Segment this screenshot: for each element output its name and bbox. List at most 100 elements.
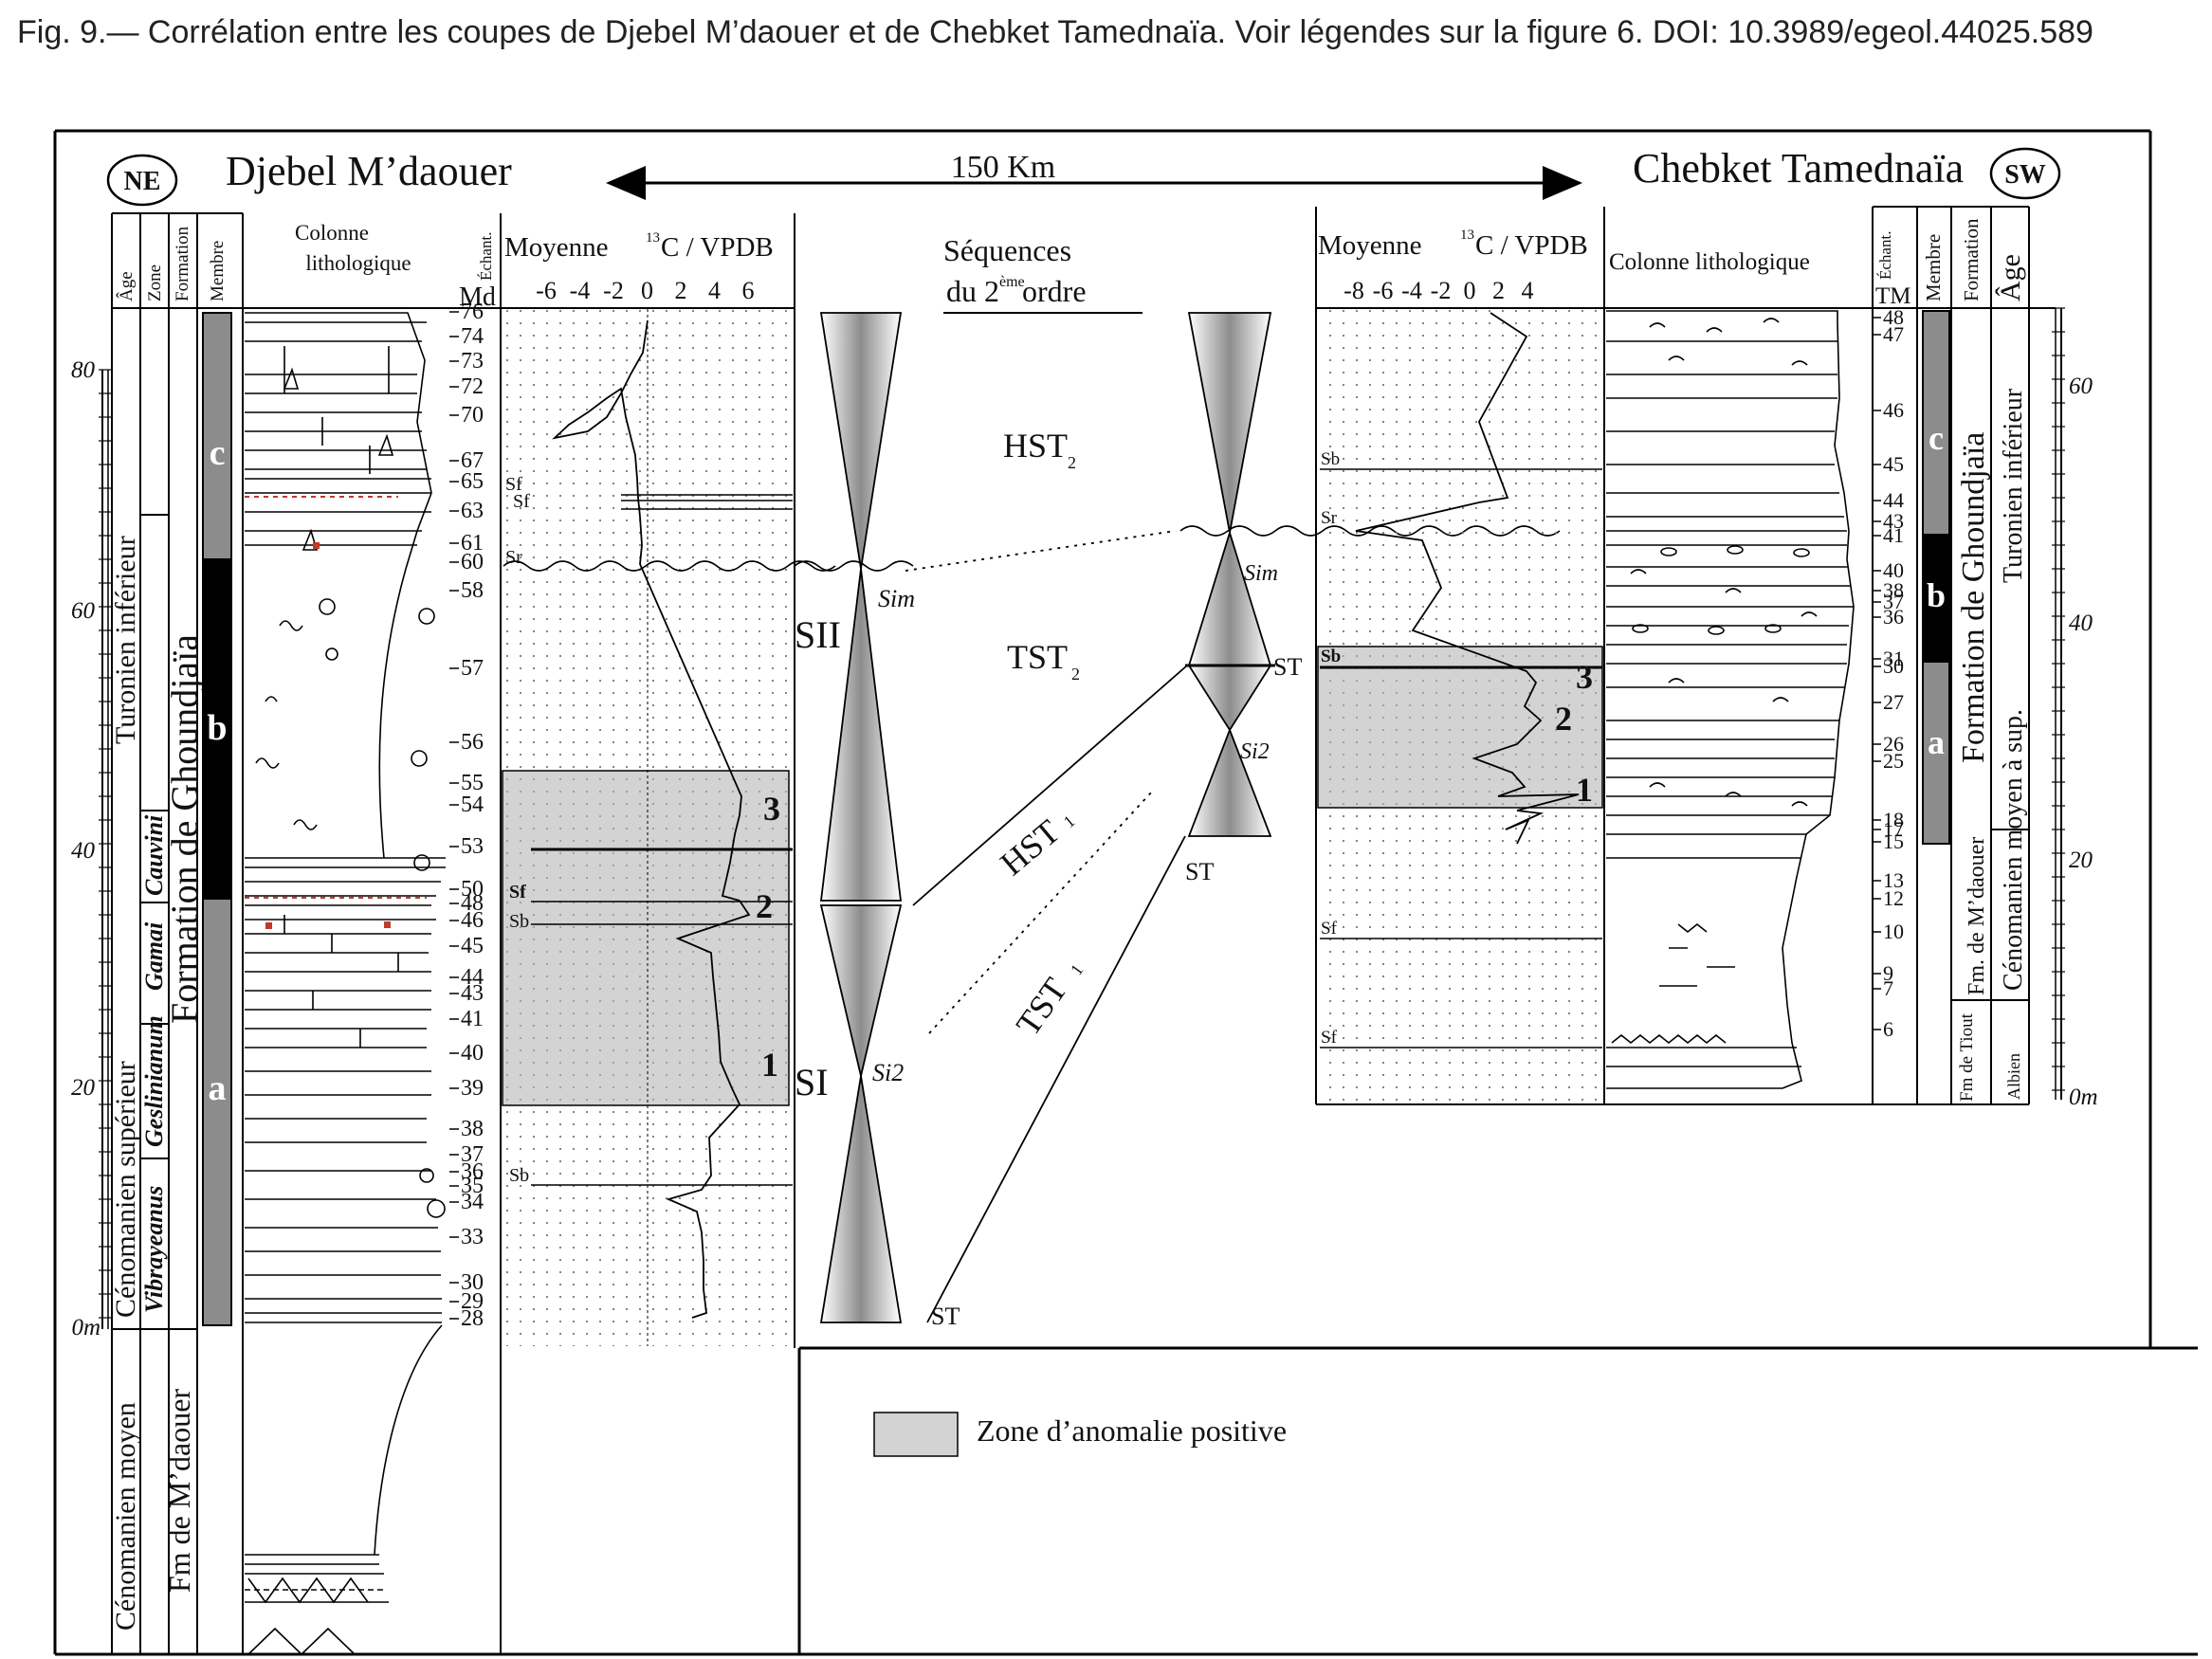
left-sample-label: 40 [461,1041,484,1066]
col-zone: Zone [145,264,165,301]
left-red-marks [245,496,427,929]
left-sample-label: 28 [461,1306,484,1331]
col-echant-code: Md [459,283,496,312]
label-si2-left: Si2 [872,1059,904,1086]
left-sample-label: 34 [461,1190,484,1214]
right-peak-1: 1 [1576,771,1593,809]
label-st-right-bottom: ST [1185,858,1214,885]
right-sample-label: 46 [1883,398,1904,422]
seq-title-2a: du 2 [946,274,999,308]
left-sample-label: 56 [461,730,484,755]
right-chart-tick-4: 0 [1464,277,1476,304]
left-sample-label: 55 [461,771,484,795]
scale-0m: 0m [71,1315,101,1340]
right-sample-label: 13 [1883,868,1904,892]
scale-40: 40 [71,838,96,864]
member-a-left: a [209,1068,227,1108]
header: NE Djebel M’daouer 150 Km Chebket Tamedn… [106,145,2061,207]
right-sample-label: 15 [1883,830,1904,853]
right-sf-1: Sf [1321,919,1338,939]
age-cenomanien-moyen: Cénomanien moyen [110,1402,141,1631]
right-chart-tick-0: -8 [1344,277,1364,304]
right-sample-label: 7 [1883,976,1893,1000]
label-hst2: HST [1003,427,1068,465]
label-hst2-sub: 2 [1068,453,1076,472]
right-sample-label: 36 [1883,605,1904,629]
label-tst2-sub: 2 [1071,665,1080,684]
left-chart-title-rest: C / VPDB [661,232,774,263]
label-st-left-bottom: ST [931,1303,960,1330]
zone-gamai: Gamai [140,921,168,991]
ne-badge [106,154,178,207]
scale-80: 80 [71,357,96,383]
right-chart-tick-2: -4 [1401,277,1422,304]
col-echant: Échant. [477,232,495,281]
right-sample-label: 10 [1883,920,1904,943]
right-scale-40: 40 [2069,611,2093,636]
right-col-echant: Échant. [1876,231,1894,280]
right-chart-title-rest: C / VPDB [1475,230,1588,261]
right-section-title: Chebket Tamednaïa [1633,145,1964,191]
col-litho-2: lithologique [305,251,411,275]
left-isotope-curve [552,319,751,1319]
right-col-echant-code: TM [1875,283,1911,309]
left-sample-label: 44 [461,965,484,990]
member-a-right: a [1928,723,1945,761]
right-sample-label: 47 [1883,322,1904,346]
right-member-bar: c b a [1922,310,1950,845]
right-sr: Sr [1321,508,1338,528]
col-membre: Membre [208,241,228,301]
left-lithologic-column [245,312,446,1656]
left-sample-label: 33 [461,1225,484,1249]
right-sample-label: 37 [1883,590,1904,613]
left-peak-1: 1 [761,1046,778,1084]
left-peak-2: 2 [756,887,773,925]
col-litho-1: Colonne [295,221,369,245]
right-chart-tick-3: -2 [1431,277,1452,304]
left-chart-title-sup: 13 [646,230,660,246]
left-sample-label: 30 [461,1270,484,1295]
left-chart-tick-6: 6 [742,277,755,304]
left-sample-label: 48 [461,891,484,916]
right-sample-label: 30 [1883,654,1904,678]
left-sample-label: 65 [461,469,484,494]
seq-title-1: Séquences [943,233,1071,267]
right-stratigraphy-labels: Formation de Ghoundjaïa Fm. de M’daouer … [1956,388,2028,1102]
scale-60: 60 [71,598,96,624]
left-sample-label: 73 [461,349,484,374]
right-chart-title: Moyenne [1318,230,1422,261]
left-peak-3: 3 [763,790,780,828]
right-sample-label: 43 [1883,509,1904,533]
age-turonien-inferieur-right: Turonien inférieur [1999,388,2028,583]
left-sample-label: 74 [461,324,484,349]
ne-badge-label: NE [124,167,161,196]
age-turonien-inferieur: Turonien inférieur [110,536,141,744]
right-lithologic-column [1606,310,1855,1089]
left-section-title: Djebel M’daouer [226,148,512,194]
right-col-litho: Colonne lithologique [1609,249,1810,275]
right-sample-label: 25 [1883,749,1904,773]
right-hourglass-mid [1187,529,1272,666]
left-hourglass-mid [819,568,903,902]
right-sample-label: 31 [1883,647,1904,670]
left-member-bar: c b a [202,312,232,1326]
label-hst1: HST [993,812,1067,883]
right-column-headers: Colonne lithologique Échant. TM Membre F… [1609,218,2026,309]
age-albien-right: Albien [2004,1053,2023,1100]
right-scale-20: 20 [2069,848,2093,873]
formation-tiout-right: Fm de Tiout [1957,1012,1977,1102]
right-chart-tick-1: -6 [1373,277,1394,304]
member-c-right: c [1929,419,1944,457]
left-sample-label: 35 [461,1174,484,1198]
left-chart-tick-2: -2 [603,277,624,304]
left-sample-label: 60 [461,550,484,574]
label-sim-left: Sim [878,585,915,612]
left-sample-label: 57 [461,656,484,681]
right-sample-label: 12 [1883,886,1904,910]
label-si: SI [795,1061,829,1103]
si2-correlation-dotted [928,791,1153,1034]
right-chart-tick-5: 2 [1492,277,1505,304]
seq-title-2b: ordre [1022,274,1087,308]
sw-badge-label: SW [2004,160,2046,190]
